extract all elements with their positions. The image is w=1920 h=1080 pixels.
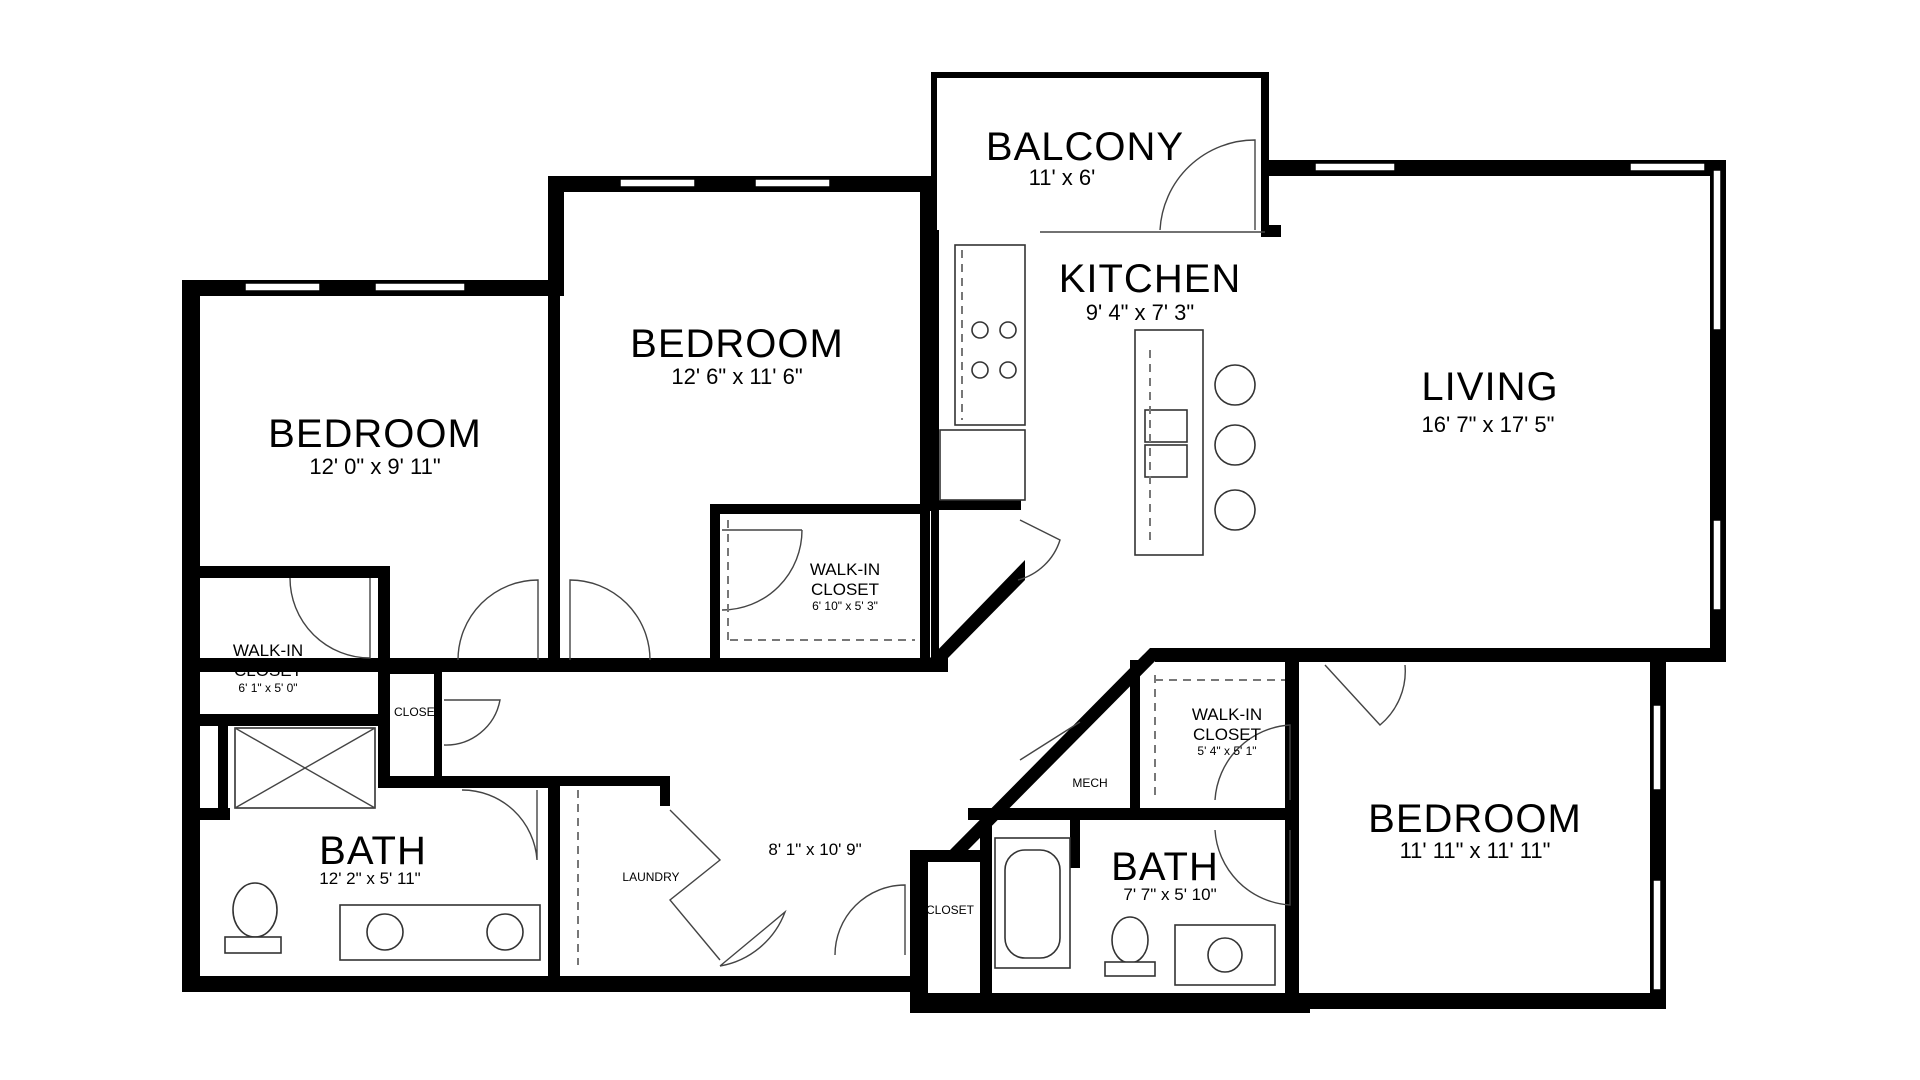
mech-name: MECH [1072, 776, 1107, 790]
bedroom-right-name: BEDROOM [1368, 797, 1582, 841]
bath-left-size: 12' 2" x 5' 11" [319, 869, 420, 888]
interior-walls [200, 230, 1299, 1008]
bedroom-mid-name: BEDROOM [630, 322, 844, 366]
bedroom-left-size: 12' 0" x 9' 11" [309, 454, 440, 479]
walkin-right-line2: CLOSET [1193, 725, 1261, 744]
walkin-left-line1: WALK-IN [233, 641, 303, 660]
bath-left-name: BATH [319, 829, 427, 873]
walkin-mid-line1: WALK-IN [810, 560, 880, 579]
doors [289, 139, 1406, 967]
kitchen-fixtures [939, 244, 1256, 556]
walkin-right-size: 5' 4" x 5' 1" [1197, 744, 1256, 758]
bedroom-right-size: 11' 11" x 11' 11" [1400, 838, 1551, 863]
walkin-left-size: 6' 1" x 5' 0" [238, 681, 297, 695]
bath-fixtures [224, 727, 1276, 986]
walkin-left-line2: CLOSET [234, 661, 302, 680]
walkin-mid-size: 6' 10" x 5' 3" [812, 599, 878, 613]
room-labels: BALCONY 11' x 6' KITCHEN 9' 4" x 7' 3" L… [233, 125, 1582, 917]
bath-right-size: 7' 7" x 5' 10" [1123, 885, 1216, 904]
balcony-size: 11' x 6' [1029, 165, 1096, 190]
laundry-name: LAUNDRY [622, 870, 679, 884]
living-size: 16' 7" x 17' 5" [1422, 412, 1555, 437]
windows [244, 162, 1722, 991]
bedroom-mid-size: 12' 6" x 11' 6" [671, 364, 802, 389]
balcony-name: BALCONY [986, 125, 1184, 169]
kitchen-size: 9' 4" x 7' 3" [1086, 300, 1194, 325]
bedroom-left-name: BEDROOM [268, 412, 482, 456]
living-name: LIVING [1421, 365, 1558, 409]
walkin-mid-line2: CLOSET [811, 580, 879, 599]
kitchen-name: KITCHEN [1059, 257, 1242, 301]
closet-bottom-name: CLOSET [926, 903, 975, 917]
closet-left-name: CLOSET [394, 705, 443, 719]
bath-right-name: BATH [1111, 845, 1219, 889]
closet-shelves [577, 520, 1285, 965]
hall-size: 8' 1" x 10' 9" [768, 840, 861, 859]
walkin-right-line1: WALK-IN [1192, 705, 1262, 724]
